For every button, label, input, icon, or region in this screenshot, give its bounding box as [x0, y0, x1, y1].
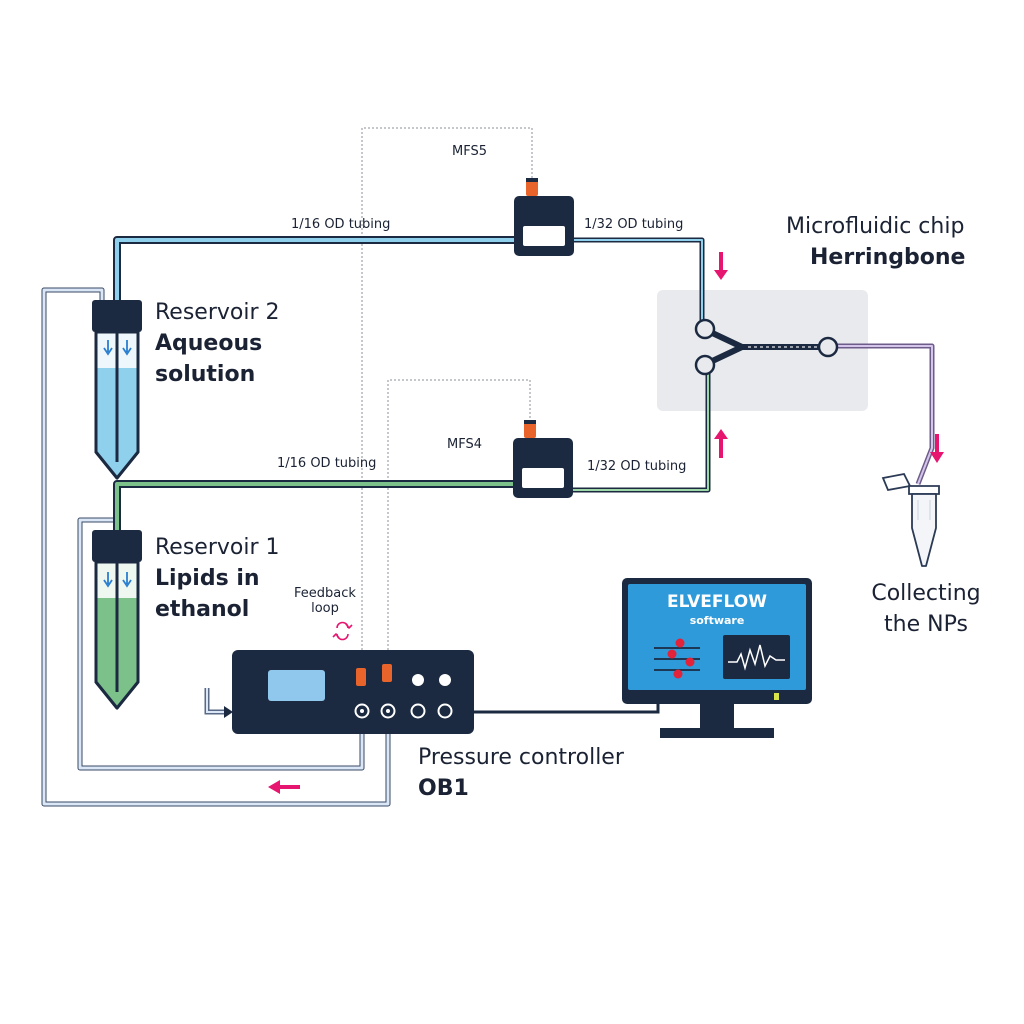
slider-icon — [654, 638, 700, 679]
controller-model: OB1 — [418, 776, 469, 801]
mfs4-label: MFS4 — [447, 437, 482, 452]
reservoir-1-content-line1: Lipids in — [155, 566, 260, 591]
orange-connector-icon — [382, 664, 392, 682]
mfs4-sensor — [513, 420, 573, 498]
tubing-label-132-top: 1/32 OD tubing — [584, 217, 684, 232]
computer-monitor — [622, 578, 812, 738]
orange-connector-icon — [524, 420, 536, 438]
chip-inlet-bottom — [694, 354, 716, 376]
feedback-line-2: loop — [311, 601, 339, 616]
chip-channel — [694, 318, 839, 376]
tubing-outlet — [828, 343, 935, 485]
chip-subtitle: Herringbone — [810, 245, 966, 270]
software-brand: ELVEFLOW — [667, 592, 767, 612]
tubing-top-132 — [572, 237, 705, 326]
mfs5-label: MFS5 — [452, 144, 487, 159]
tubing-label-116-bottom: 1/16 OD tubing — [277, 456, 377, 471]
reservoir-2-tube — [92, 300, 142, 480]
reservoir-1-tube — [92, 530, 142, 710]
software-subtitle: software — [689, 614, 745, 627]
feedback-line-1: Feedback — [294, 586, 356, 601]
chip-title: Microfluidic chip — [786, 214, 965, 239]
collection-label: Collecting the NPs — [864, 578, 988, 640]
collection-tube — [881, 472, 940, 567]
ob1-controller — [204, 650, 474, 734]
reservoir-2-label: Reservoir 2 — [155, 300, 280, 325]
collection-line-1: Collecting — [871, 581, 981, 606]
reservoir-2-content-line1: Aqueous — [155, 331, 263, 356]
reservoir-1-label: Reservoir 1 — [155, 535, 280, 560]
tubing-label-132-bottom: 1/32 OD tubing — [587, 459, 687, 474]
chip-outlet — [817, 336, 839, 358]
collection-line-2: the NPs — [884, 612, 968, 637]
chip-inlet-top — [694, 318, 716, 340]
mfs5-sensor — [514, 178, 574, 256]
pink-arrow-icon — [268, 252, 944, 794]
orange-connector-icon — [526, 178, 538, 196]
waveform-icon — [728, 644, 785, 671]
tubing-label-116-top: 1/16 OD tubing — [291, 217, 391, 232]
feedback-loop-label: Feedback loop — [292, 586, 358, 616]
reservoir-2-content-line2: solution — [155, 362, 256, 387]
reservoir-1-content-line2: ethanol — [155, 597, 250, 622]
refresh-icon — [332, 621, 353, 641]
orange-connector-icon — [356, 668, 366, 686]
tubing-bottom-132 — [572, 366, 711, 493]
feedback-dotted-lines — [361, 127, 533, 662]
controller-label: Pressure controller — [418, 745, 624, 770]
